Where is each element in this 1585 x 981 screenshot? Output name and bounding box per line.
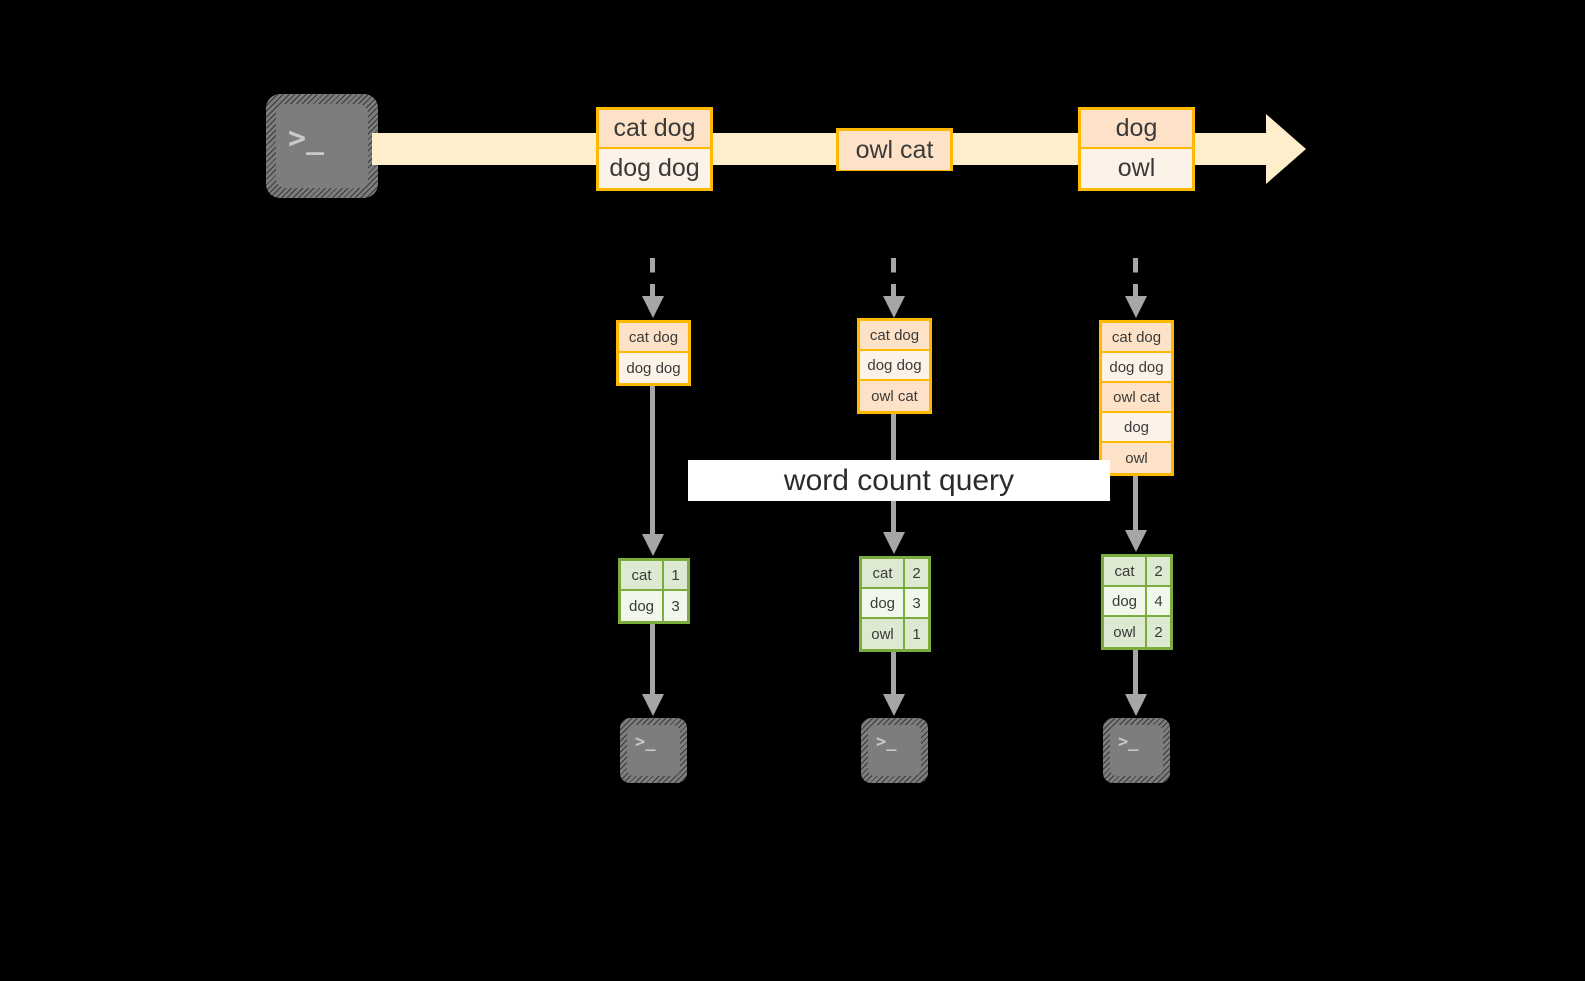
- result-count-cell: 2: [1147, 557, 1170, 585]
- snapshot-input-record: owl: [1102, 443, 1171, 473]
- sink-connector-arrowhead-icon: [642, 694, 664, 716]
- stream-record-group: owl cat: [836, 128, 953, 171]
- sink-terminal-icon: >_: [1103, 718, 1170, 783]
- terminal-prompt-glyph: >_: [288, 121, 325, 156]
- table-row: cat 2: [1104, 557, 1170, 587]
- stream-record: dog: [1081, 110, 1192, 149]
- snapshot-input-table: cat dog dog dog: [616, 320, 691, 386]
- result-word-cell: owl: [1104, 617, 1147, 647]
- sink-connector-arrowhead-icon: [883, 694, 905, 716]
- sink-connector-arrowhead-icon: [1125, 694, 1147, 716]
- snapshot-input-record: cat dog: [860, 321, 929, 351]
- table-row: dog 3: [621, 591, 687, 621]
- snapshot-input-record: cat dog: [1102, 323, 1171, 353]
- table-row: dog 3: [862, 589, 928, 619]
- snapshot-input-table: cat dog dog dog owl cat: [857, 318, 932, 414]
- result-word-cell: cat: [862, 559, 905, 587]
- snapshot-input-record: dog: [1102, 413, 1171, 443]
- stream-record-group: cat dog dog dog: [596, 107, 713, 191]
- result-word-cell: dog: [862, 589, 905, 617]
- terminal-prompt-glyph: >_: [876, 732, 897, 752]
- snapshot-tap-connector: [891, 258, 896, 298]
- snapshot-input-record: owl cat: [860, 381, 929, 411]
- snapshot-input-record: dog dog: [1102, 353, 1171, 383]
- snapshot-input-record: dog dog: [860, 351, 929, 381]
- stream-record: cat dog: [599, 110, 710, 149]
- snapshot-tap-arrowhead-icon: [883, 296, 905, 318]
- snapshot-input-record: owl cat: [1102, 383, 1171, 413]
- snapshot-result-table: cat 2 dog 3 owl 1: [859, 556, 931, 652]
- result-count-cell: 2: [905, 559, 928, 587]
- snapshot-input-table: cat dog dog dog owl cat dog owl: [1099, 320, 1174, 476]
- snapshot-tap-arrowhead-icon: [1125, 296, 1147, 318]
- table-row: cat 2: [862, 559, 928, 589]
- terminal-screen: [868, 725, 921, 776]
- result-word-cell: cat: [1104, 557, 1147, 585]
- terminal-screen: [1110, 725, 1163, 776]
- result-word-cell: dog: [621, 591, 664, 621]
- stream-record: owl cat: [839, 131, 950, 170]
- query-connector: [650, 386, 655, 536]
- stream-record: owl: [1081, 149, 1192, 188]
- terminal-screen: [627, 725, 680, 776]
- snapshot-input-record: dog dog: [619, 353, 688, 383]
- stream-record-group: dog owl: [1078, 107, 1195, 191]
- source-terminal-icon: >_: [266, 94, 378, 198]
- query-label: word count query: [688, 460, 1110, 501]
- result-word-cell: owl: [862, 619, 905, 649]
- result-word-cell: dog: [1104, 587, 1147, 615]
- snapshot-input-record: cat dog: [619, 323, 688, 353]
- query-connector: [1133, 476, 1138, 532]
- table-row: owl 2: [1104, 617, 1170, 647]
- sink-connector: [1133, 650, 1138, 696]
- table-row: cat 1: [621, 561, 687, 591]
- snapshot-tap-connector: [650, 258, 655, 298]
- query-connector-arrowhead-icon: [1125, 530, 1147, 552]
- terminal-prompt-glyph: >_: [635, 732, 656, 752]
- sink-terminal-icon: >_: [620, 718, 687, 783]
- table-row: owl 1: [862, 619, 928, 649]
- stream-arrowhead-icon: [1266, 114, 1306, 184]
- result-count-cell: 3: [664, 591, 687, 621]
- result-count-cell: 3: [905, 589, 928, 617]
- sink-connector: [650, 624, 655, 696]
- terminal-screen: [276, 104, 368, 188]
- snapshot-result-table: cat 1 dog 3: [618, 558, 690, 624]
- result-count-cell: 4: [1147, 587, 1170, 615]
- result-word-cell: cat: [621, 561, 664, 589]
- query-connector-arrowhead-icon: [883, 532, 905, 554]
- sink-terminal-icon: >_: [861, 718, 928, 783]
- snapshot-result-table: cat 2 dog 4 owl 2: [1101, 554, 1173, 650]
- snapshot-tap-connector: [1133, 258, 1138, 298]
- result-count-cell: 1: [664, 561, 687, 589]
- snapshot-tap-arrowhead-icon: [642, 296, 664, 318]
- terminal-prompt-glyph: >_: [1118, 732, 1139, 752]
- result-count-cell: 2: [1147, 617, 1170, 647]
- query-connector-arrowhead-icon: [642, 534, 664, 556]
- result-count-cell: 1: [905, 619, 928, 649]
- table-row: dog 4: [1104, 587, 1170, 617]
- stream-record: dog dog: [599, 149, 710, 188]
- sink-connector: [891, 652, 896, 696]
